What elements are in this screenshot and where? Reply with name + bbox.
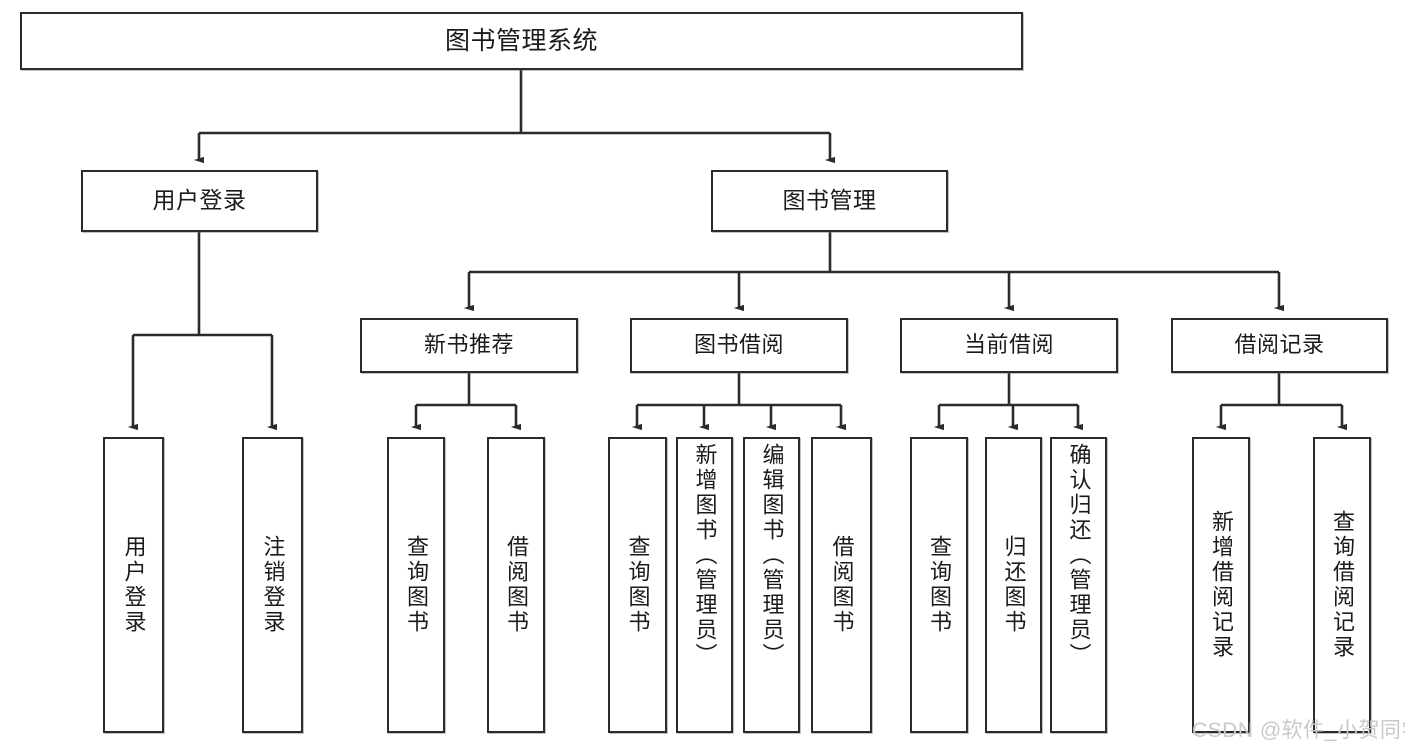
node-label: 新增图书（管理员）: [692, 443, 718, 668]
leaf-node-logout[interactable]: 注销登录: [242, 437, 303, 733]
leaf-node-add-borrow-record[interactable]: 新增借阅记录: [1192, 437, 1250, 733]
node-label: 查询图书: [625, 535, 651, 635]
node-new-book-recommendation[interactable]: 新书推荐: [360, 318, 578, 373]
leaf-node-confirm-return-admin[interactable]: 确认归还（管理员）: [1050, 437, 1107, 733]
node-label: 查询图书: [404, 535, 429, 635]
root-to-level1-connectors: [193, 70, 836, 164]
node-label: 查询图书: [927, 535, 952, 635]
leaf-node-query-borrow-record[interactable]: 查询借阅记录: [1313, 437, 1371, 733]
node-label: 用户登录: [152, 187, 247, 214]
leaf-node-borrow-books-borrowing[interactable]: 借阅图书: [811, 437, 872, 733]
node-label: 查询借阅记录: [1330, 510, 1355, 660]
leaf-node-query-books-current[interactable]: 查询图书: [910, 437, 968, 733]
leaf-node-user-login[interactable]: 用户登录: [103, 437, 164, 733]
node-label: 图书管理系统: [444, 27, 598, 55]
node-label: 用户登录: [121, 535, 147, 635]
leaf-node-add-book-admin[interactable]: 新增图书（管理员）: [676, 437, 733, 733]
node-label: 确认归还（管理员）: [1066, 443, 1092, 668]
node-root-library-management-system[interactable]: 图书管理系统: [20, 12, 1023, 70]
leaf-node-return-books[interactable]: 归还图书: [985, 437, 1042, 733]
leaf-node-query-books-recommend[interactable]: 查询图书: [387, 437, 445, 733]
node-label: 图书管理: [782, 187, 877, 214]
node-user-login[interactable]: 用户登录: [81, 170, 318, 232]
current-borrow-to-leaves-connectors: [933, 373, 1084, 431]
node-label: 新书推荐: [423, 332, 514, 358]
node-label: 当前借阅: [963, 332, 1054, 358]
node-book-management[interactable]: 图书管理: [711, 170, 948, 232]
book-borrow-to-leaves-connectors: [631, 373, 847, 431]
node-label: 借阅图书: [829, 535, 855, 635]
book-management-to-level2-connectors: [463, 232, 1285, 312]
node-label: 归还图书: [1001, 535, 1027, 635]
node-label: 新增借阅记录: [1209, 510, 1234, 660]
new-book-recommend-to-leaves-connectors: [410, 373, 522, 431]
node-borrowing-records[interactable]: 借阅记录: [1171, 318, 1388, 373]
node-label: 图书借阅: [693, 332, 784, 358]
leaf-node-borrow-books-recommend[interactable]: 借阅图书: [487, 437, 545, 733]
user-login-to-leaves-connectors: [127, 232, 278, 431]
node-book-borrowing[interactable]: 图书借阅: [630, 318, 848, 373]
node-label: 借阅记录: [1234, 332, 1325, 358]
borrow-record-to-leaves-connectors: [1215, 373, 1348, 431]
leaf-node-query-books-borrowing[interactable]: 查询图书: [608, 437, 667, 733]
node-current-borrowing[interactable]: 当前借阅: [900, 318, 1118, 373]
leaf-node-edit-book-admin[interactable]: 编辑图书（管理员）: [743, 437, 800, 733]
node-label: 编辑图书（管理员）: [759, 443, 785, 668]
node-label: 借阅图书: [504, 535, 529, 635]
node-label: 注销登录: [260, 535, 286, 635]
